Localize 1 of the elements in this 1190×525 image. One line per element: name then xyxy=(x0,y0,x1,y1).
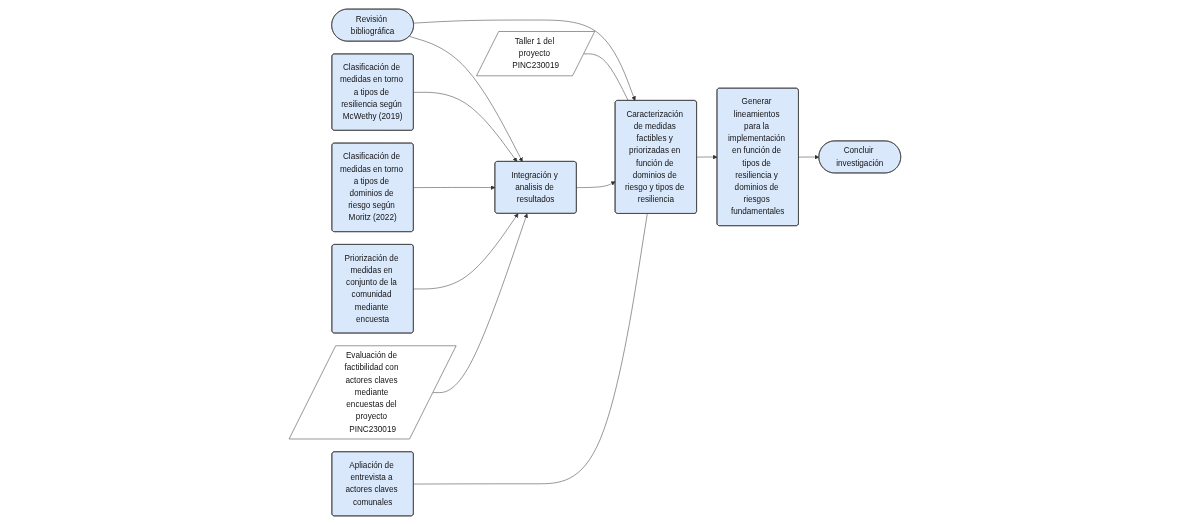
connector xyxy=(583,53,629,101)
